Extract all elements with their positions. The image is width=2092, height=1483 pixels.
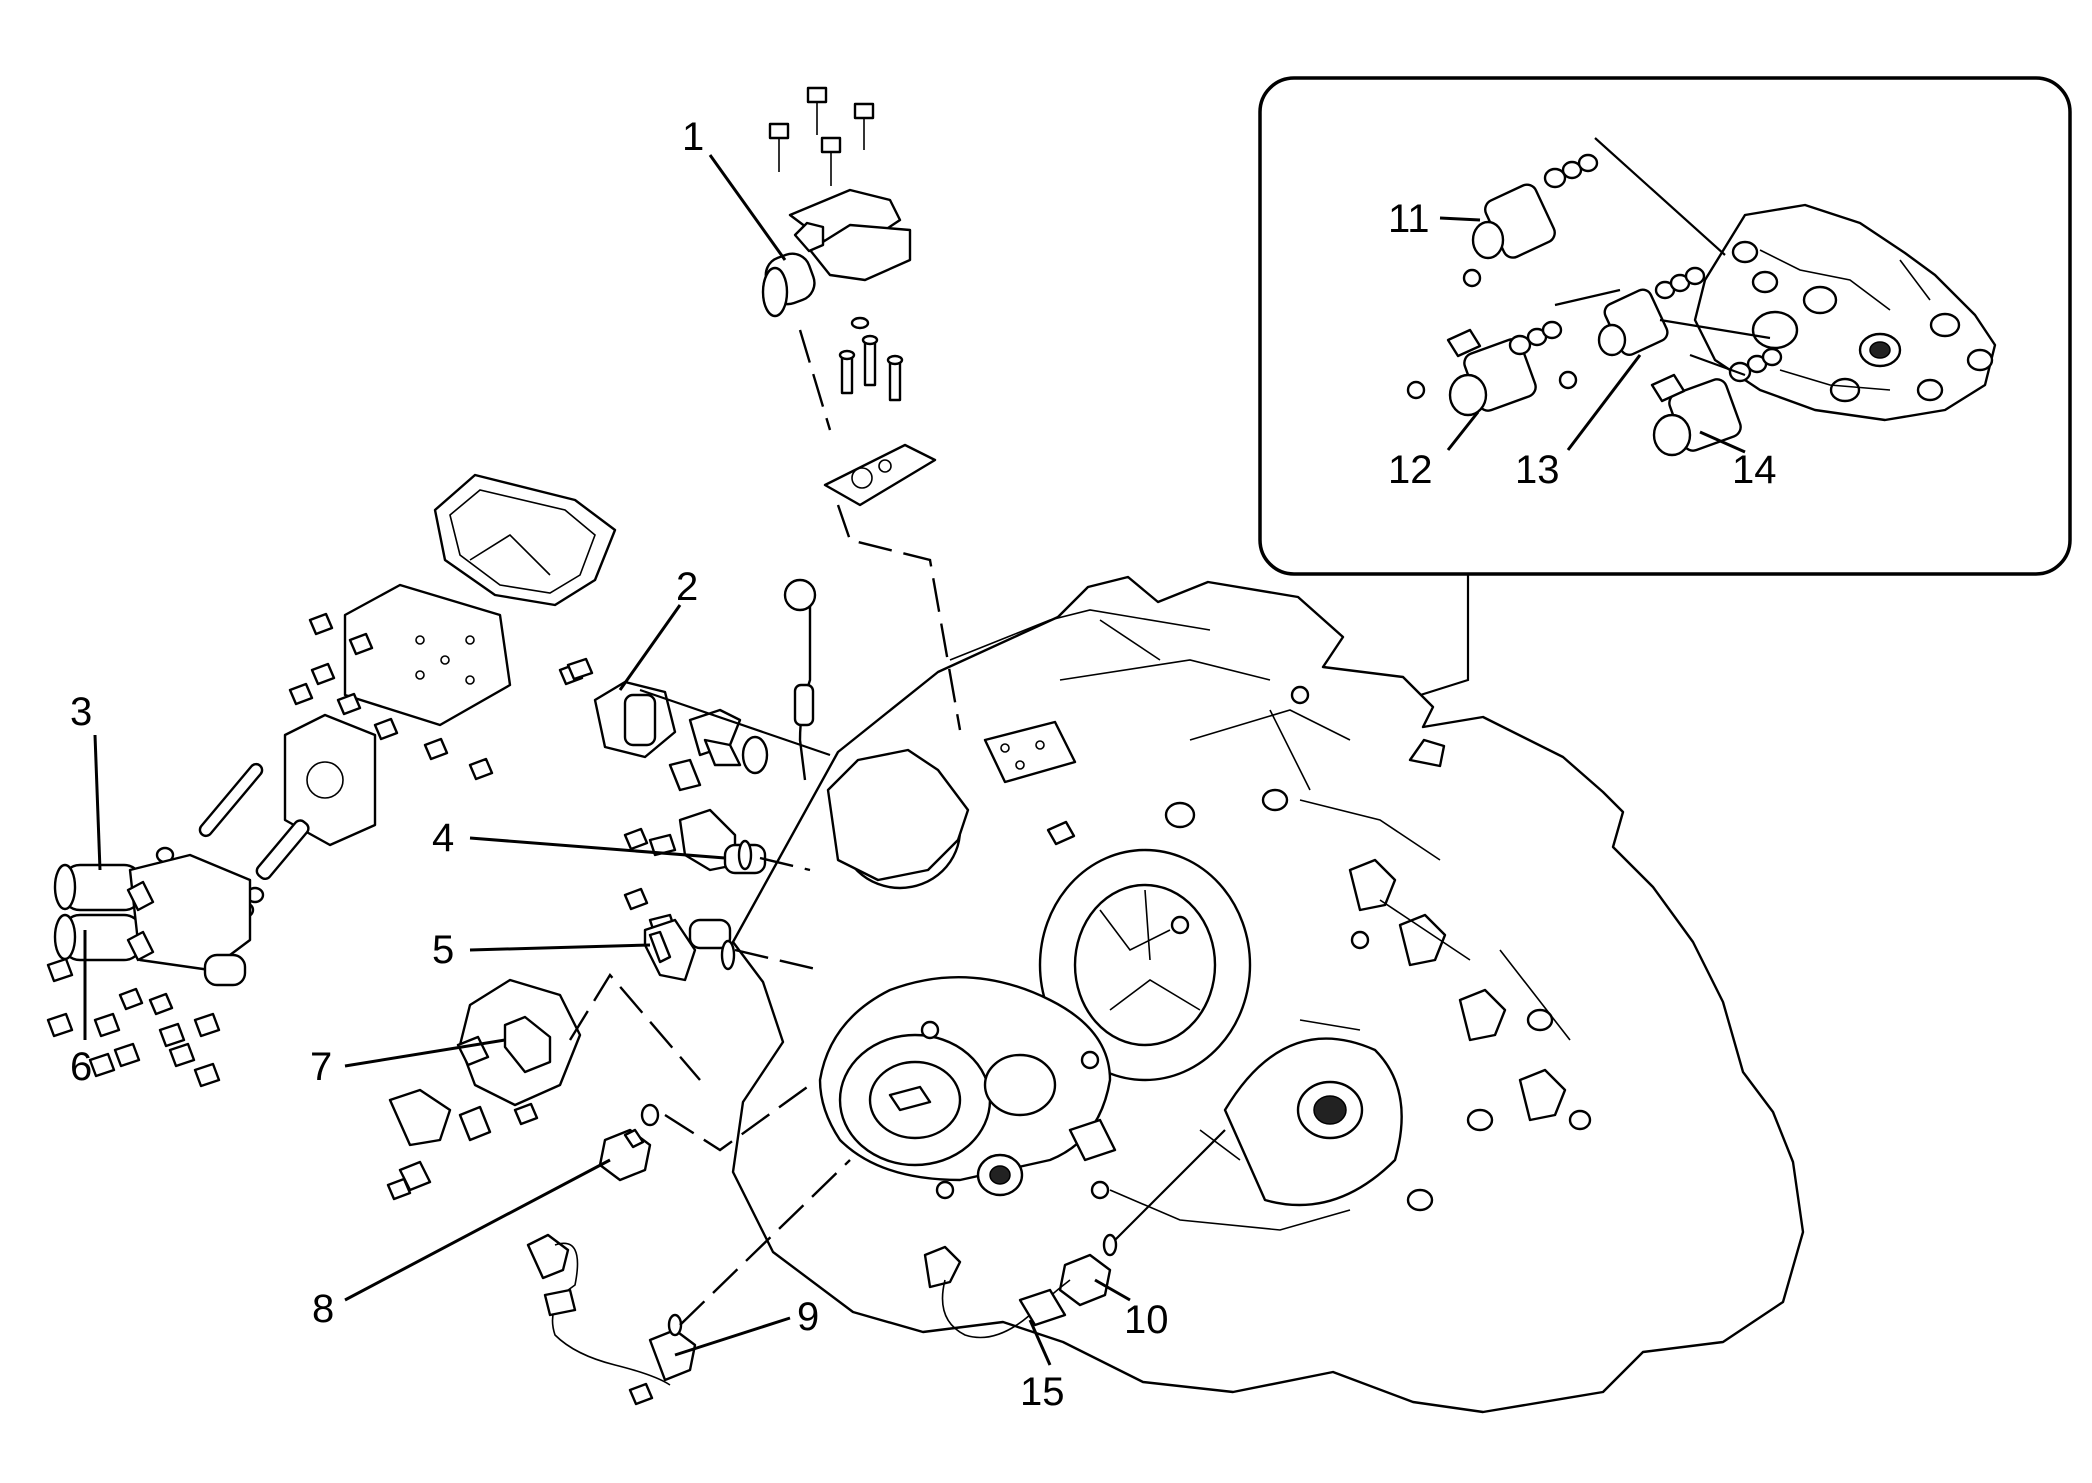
part-15-wire-harness [923,1245,1071,1339]
inset-solenoid-13 [1558,266,1706,390]
callout-10: 10 [1124,1298,1169,1342]
transmission-case [731,575,1805,1414]
callout-1: 1 [682,115,704,159]
callout-14: 14 [1732,448,1777,492]
callout-6: 6 [70,1045,92,1089]
callout-8: 8 [312,1287,334,1331]
callout-4: 4 [432,816,454,860]
callout-15: 15 [1020,1370,1065,1414]
callout-3: 3 [70,690,92,734]
part-8-pressure-switch [598,1103,660,1182]
inset-detail-box [1258,76,2072,576]
side-cover-gasket [433,473,617,607]
bolts-lower-left [46,957,221,1088]
part-7-solenoid-bracket [386,978,582,1201]
part-10-sensor [1058,1233,1118,1307]
inset-solenoid-11 [1462,153,1599,288]
side-cover-bolts [288,612,584,781]
side-cover-plate [343,583,512,727]
callout-7: 7 [310,1045,332,1089]
part-9-sensor-harness [526,1233,697,1406]
bolts-top [768,86,875,186]
part-4-speed-sensor [623,808,767,875]
callout-2: 2 [676,565,698,609]
inset-solenoid-14 [1650,347,1783,457]
leader-lines [83,154,1746,1366]
callout-11: 11 [1388,197,1430,241]
callout-9: 9 [797,1295,819,1339]
part-2-sensor [566,657,769,792]
callout-13: 13 [1515,448,1560,492]
part-1-solenoid-body [761,86,937,507]
callout-12: 12 [1388,448,1433,492]
inset-solenoid-12 [1406,320,1563,417]
part-3-6-solenoid-pair [53,853,252,1016]
inset-valve-body [1693,203,1997,422]
callout-numbers: 1 2 3 4 5 6 7 8 9 10 11 12 13 14 15 [70,115,1777,1414]
part-5-speed-sensor [623,887,736,982]
callout-5: 5 [432,928,454,972]
